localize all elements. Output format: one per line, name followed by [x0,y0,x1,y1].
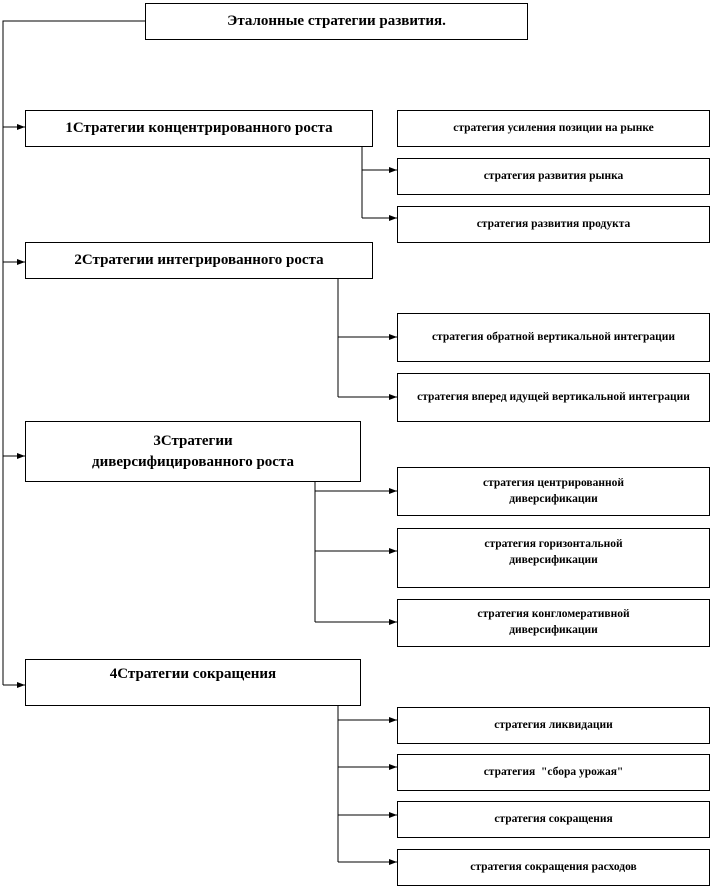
child-3-2: стратегия горизонтальной диверсификации [397,528,710,588]
child-2-2: стратегия вперед идущей вертикальной инт… [397,373,710,422]
child-4-2: стратегия "сбора урожая" [397,754,710,791]
child-4-1: стратегия ликвидации [397,707,710,744]
child-4-4: стратегия сокращения расходов [397,849,710,886]
group-4-reduction: 4Стратегии сокращения [25,659,361,706]
child-1-2: стратегия развития рынка [397,158,710,195]
child-2-1: стратегия обратной вертикальной интеграц… [397,313,710,362]
child-1-3: стратегия развития продукта [397,206,710,243]
group-3-diversified-growth: 3Стратегии диверсифицированного роста [25,421,361,482]
group-1-concentrated-growth: 1Стратегии концентрированного роста [25,110,373,147]
group-2-integrated-growth: 2Стратегии интегрированного роста [25,242,373,279]
diagram-title: Эталонные стратегии развития. [145,3,528,40]
child-3-1: стратегия центрированной диверсификации [397,467,710,516]
child-1-1: стратегия усиления позиции на рынке [397,110,710,147]
child-3-3: стратегия конгломеративной диверсификаци… [397,599,710,647]
trunk-line [2,20,145,685]
child-4-3: стратегия сокращения [397,801,710,838]
